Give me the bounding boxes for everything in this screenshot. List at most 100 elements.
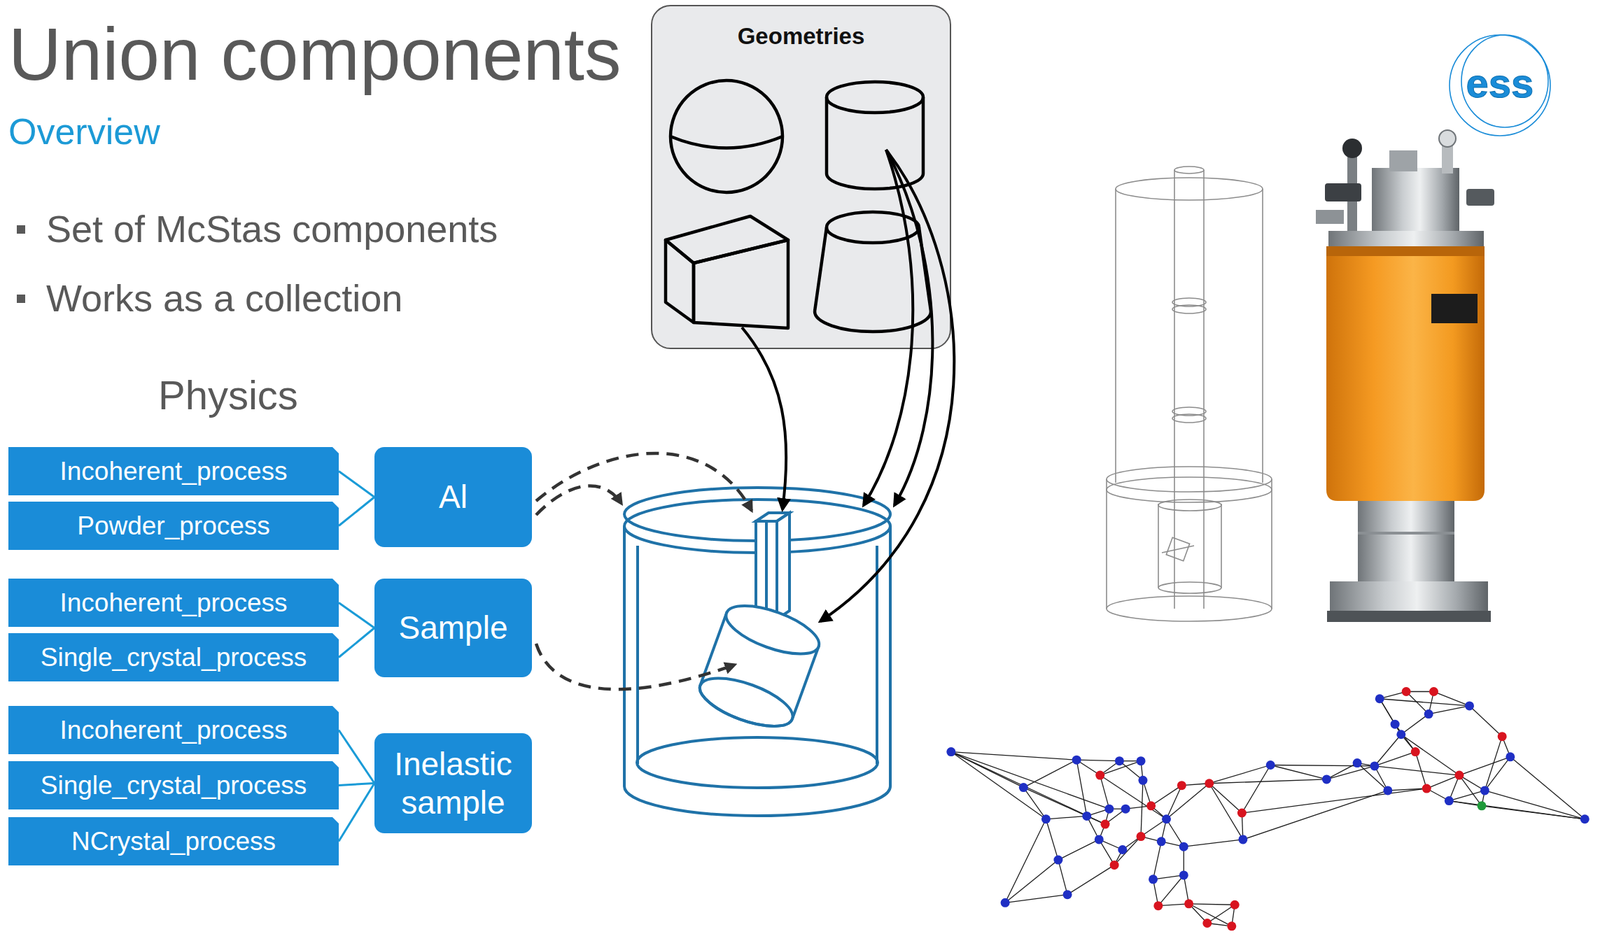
graph-vertex <box>1226 921 1237 931</box>
sample-bottom <box>694 668 799 737</box>
graph-vertex <box>1136 756 1146 766</box>
bullet-text: Set of McStas components <box>46 207 498 251</box>
graph-vertex <box>1104 804 1114 814</box>
wire-wall <box>1114 188 1117 483</box>
wire-rim <box>1106 596 1272 622</box>
head-port <box>1389 150 1418 172</box>
graph-edge <box>1401 734 1460 776</box>
graph-vertex <box>1580 814 1590 824</box>
process-link <box>338 783 375 842</box>
graph-edge <box>1005 860 1059 903</box>
graph-edge <box>1459 757 1511 776</box>
geometry-arrows <box>741 149 954 622</box>
graph-vertex <box>1000 898 1010 908</box>
process-outline <box>8 706 339 755</box>
graph-vertex <box>1094 834 1104 845</box>
graph-vertex <box>1322 774 1332 784</box>
top-flange <box>1328 230 1484 247</box>
section-heading: Physics <box>158 372 299 420</box>
material-arrow <box>536 453 752 511</box>
wire-tube <box>1173 170 1176 609</box>
graph-edge <box>1484 737 1503 791</box>
graph-edge <box>1448 790 1485 802</box>
graph-vertex <box>1082 811 1092 821</box>
subtitle: Overview <box>8 111 161 154</box>
process-box: Powder_process <box>8 501 339 551</box>
graph-vertex <box>1095 771 1105 781</box>
sample-top <box>720 596 825 665</box>
graph-edge <box>1140 819 1167 838</box>
graph-vertex <box>1401 687 1412 697</box>
process-link <box>338 628 375 658</box>
graph-edge <box>1428 706 1470 715</box>
graph-vertex <box>1136 832 1146 842</box>
material-box: Al <box>374 447 532 548</box>
cryostat-drawing <box>624 487 891 817</box>
graph-vertex <box>1429 687 1439 697</box>
process-outline <box>8 501 339 551</box>
graph-vertex <box>1497 732 1507 742</box>
material-name: Sample <box>398 608 509 647</box>
graph-edge <box>1510 757 1585 820</box>
wire-wall <box>1261 188 1264 483</box>
graph-vertex <box>1396 730 1406 740</box>
graph-edge <box>1158 875 1184 907</box>
material-arrow <box>536 643 735 690</box>
wire-inner <box>1157 503 1160 588</box>
material-arrows <box>536 453 752 690</box>
assign-arrow <box>820 149 954 622</box>
base-foot <box>1327 611 1491 623</box>
graph-vertex <box>1352 758 1363 768</box>
bullet-mark <box>16 294 26 304</box>
graph-vertex <box>1179 842 1189 852</box>
network-graph <box>946 687 1589 931</box>
logo-ring <box>1449 34 1551 136</box>
head-block <box>1371 167 1460 233</box>
cylinder-top <box>826 81 924 113</box>
process-box: Single_crystal_process <box>8 761 339 810</box>
process-name: Single_crystal_process <box>40 770 307 802</box>
graph-vertex <box>1505 752 1515 762</box>
process-box: Incoherent_process <box>8 578 339 628</box>
graph-edge <box>1394 724 1416 752</box>
cryostat-photo <box>1315 130 1495 623</box>
graph-edge <box>1426 775 1460 789</box>
graph-edge <box>1166 819 1184 847</box>
graph-vertex <box>1179 870 1189 880</box>
wire-wall <box>1105 479 1108 609</box>
panel-title: Geometries <box>737 23 866 51</box>
graph-vertex <box>1237 809 1247 819</box>
graph-edge <box>1241 788 1427 814</box>
process-name: Single_crystal_process <box>40 642 307 674</box>
cryostat-wall <box>888 526 892 787</box>
cone-side <box>814 227 827 312</box>
graph-edge <box>1459 775 1482 807</box>
graph-edge <box>1448 801 1585 820</box>
logo-text: ess <box>1457 60 1542 108</box>
graph-edge <box>1374 766 1460 776</box>
graph-vertex <box>1411 747 1421 757</box>
graph-vertex <box>1161 814 1171 824</box>
graph-vertex <box>1146 801 1156 811</box>
graph-vertex <box>1390 720 1400 730</box>
graph-edge <box>1189 904 1236 905</box>
graph-vertex <box>1480 786 1490 796</box>
graph-edge <box>1005 819 1046 904</box>
graph-edge <box>1005 895 1068 904</box>
box-side-face <box>665 240 694 323</box>
graph-vertex <box>1110 860 1120 870</box>
graph-vertex <box>1230 900 1240 910</box>
tail-cylinder <box>1357 501 1455 582</box>
process-outline <box>8 761 339 810</box>
graph-edge <box>1183 839 1244 847</box>
graph-vertex <box>1117 845 1127 855</box>
valve <box>1466 188 1495 206</box>
holder-edge <box>765 521 768 620</box>
wire-inner <box>1158 582 1222 594</box>
orange-body <box>1326 246 1485 502</box>
graph-vertex <box>1383 786 1393 796</box>
graph-edge <box>1153 841 1162 880</box>
graph-vertex <box>1444 796 1454 806</box>
graph-vertex <box>1454 771 1464 781</box>
